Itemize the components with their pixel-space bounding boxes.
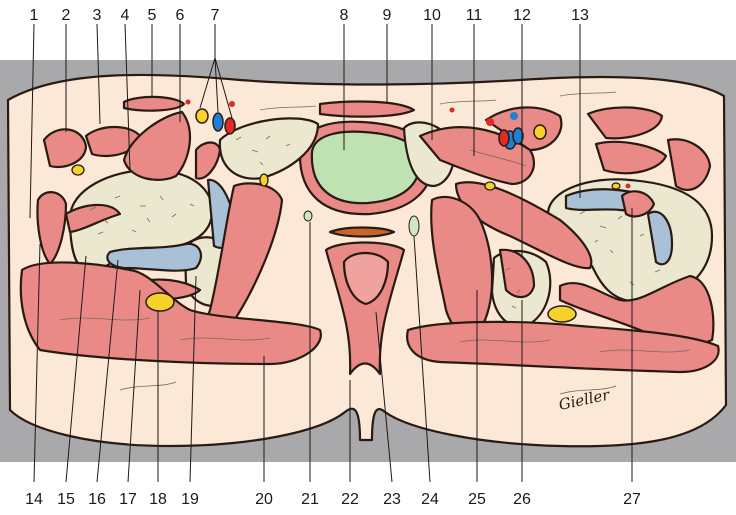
label-13: 13	[571, 7, 589, 24]
label-3: 3	[93, 7, 102, 24]
label-10: 10	[423, 7, 441, 24]
label-24: 24	[421, 491, 439, 508]
label-12: 12	[513, 7, 531, 24]
label-17: 17	[119, 491, 137, 508]
label-7: 7	[211, 7, 220, 24]
label-18: 18	[149, 491, 167, 508]
label-2: 2	[62, 7, 71, 24]
label-23: 23	[383, 491, 401, 508]
label-27: 27	[623, 491, 641, 508]
label-21: 21	[301, 491, 319, 508]
label-8: 8	[340, 7, 349, 24]
nerve-icon	[196, 109, 208, 123]
label-4: 4	[121, 7, 130, 24]
sciatic-nerve-icon	[146, 293, 174, 311]
vein-icon	[213, 113, 223, 131]
artery-icon	[225, 118, 235, 134]
label-20: 20	[255, 491, 273, 508]
label-15: 15	[57, 491, 75, 508]
label-19: 19	[181, 491, 199, 508]
label-11: 11	[466, 7, 483, 24]
label-22: 22	[341, 491, 359, 508]
label-25: 25	[468, 491, 486, 508]
label-6: 6	[176, 7, 185, 24]
top-labels: 1 2 3 4 5 6 7 8 9 10 11 12 13	[30, 7, 589, 24]
label-1: 1	[30, 7, 39, 24]
label-26: 26	[513, 491, 531, 508]
label-14: 14	[25, 491, 43, 508]
label-9: 9	[383, 7, 392, 24]
label-16: 16	[88, 491, 106, 508]
bottom-labels: 14 15 16 17 18 19 20 21 22 23 24 25 26 2…	[25, 491, 641, 508]
label-5: 5	[148, 7, 157, 24]
vaginal-strip	[330, 228, 394, 237]
